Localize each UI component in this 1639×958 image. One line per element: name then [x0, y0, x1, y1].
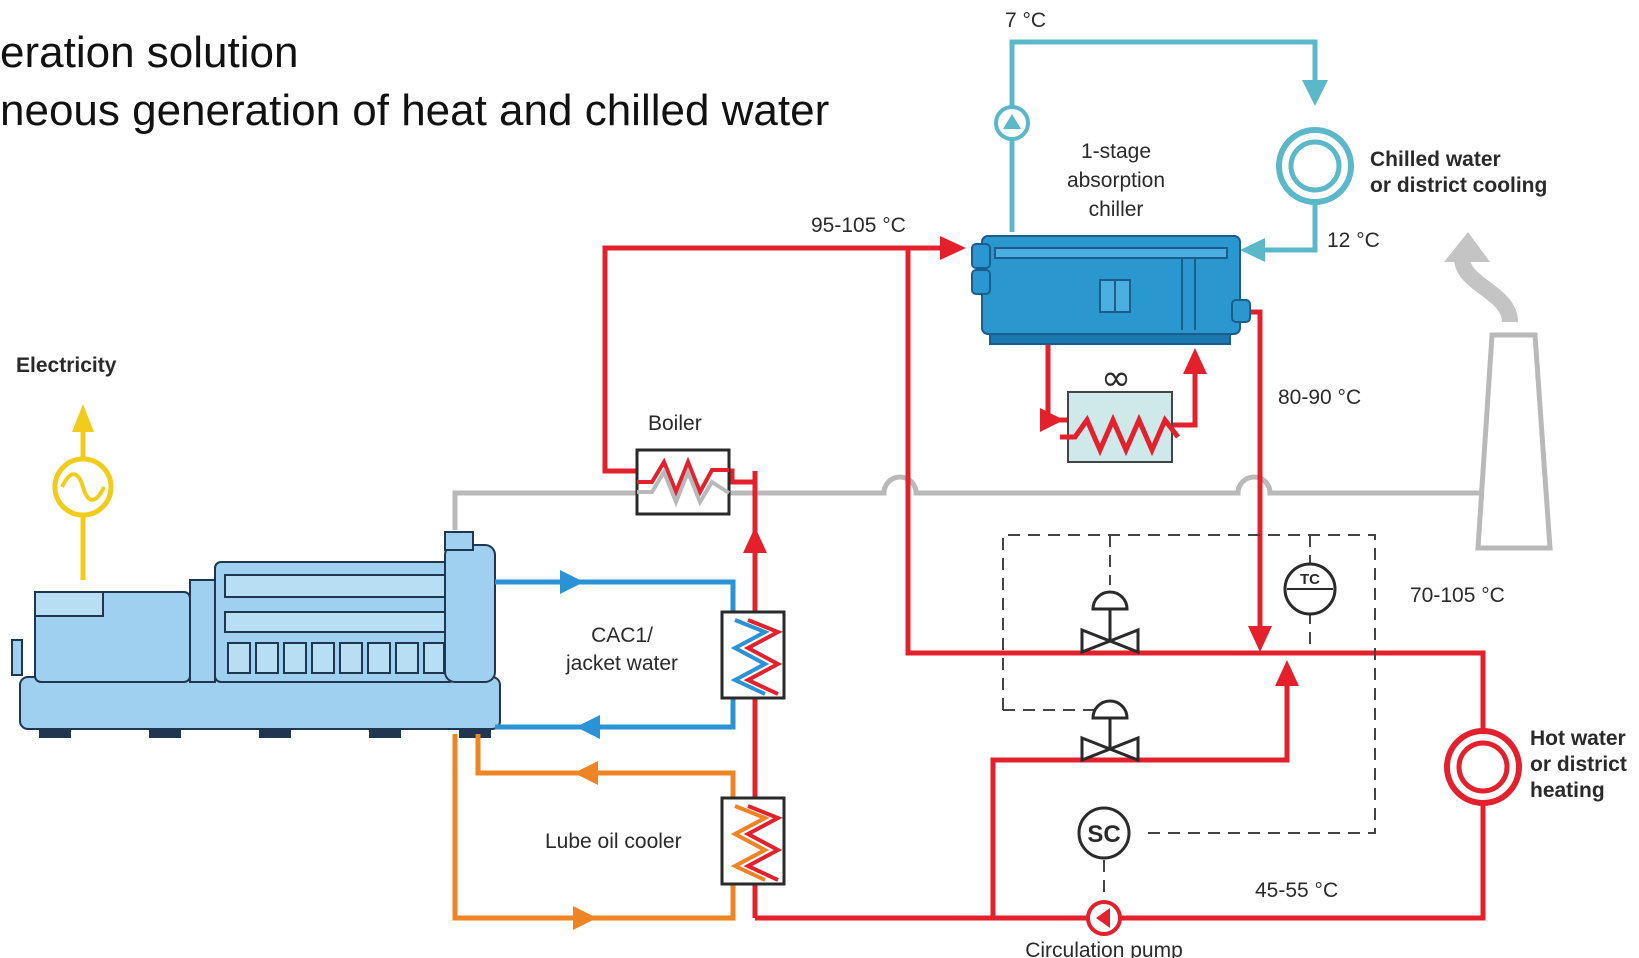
hot-water-arrows [743, 236, 1299, 686]
temp-district-supply: 70-105 °C [1410, 584, 1505, 607]
control-valve-upper-icon [1080, 590, 1140, 655]
temp-hot-in: 95-105 °C [811, 214, 906, 237]
temp-chilled-return: 12 °C [1327, 229, 1380, 252]
chilled-water-label-line-2: or district cooling [1370, 174, 1547, 197]
circulation-pump-icon [1086, 900, 1122, 936]
temp-return: 45-55 °C [1255, 879, 1338, 902]
hot-water-consumer-icon [1444, 728, 1522, 806]
chiller-label-line-1: 1-stage [1081, 140, 1151, 163]
lube-oil-loop [452, 734, 736, 930]
temp-chilled-supply: 7 °C [1005, 9, 1046, 32]
chilled-water-arrows [1240, 80, 1328, 262]
exhaust-stack [1475, 332, 1553, 551]
jacket-water-loop [495, 570, 736, 739]
heading-line-2: neous generation of heat and chilled wat… [0, 86, 830, 135]
boiler-icon [635, 448, 731, 516]
lube-oil-cooler-label: Lube oil cooler [545, 830, 682, 853]
cac-label-line-2: jacket water [565, 652, 678, 675]
hot-water-label-line-3: heating [1530, 779, 1605, 802]
electricity-label: Electricity [16, 354, 117, 377]
absorption-chiller-icon [971, 235, 1251, 345]
boiler-label: Boiler [648, 412, 702, 435]
control-lines [1002, 534, 1376, 895]
engine-icon [11, 531, 501, 738]
chilled-water-label-line-1: Chilled water [1370, 148, 1501, 171]
control-valve-lower-icon [1080, 699, 1140, 763]
jacket-water-heat-exchanger-icon [720, 610, 786, 700]
chilled-water-consumer-icon [1276, 127, 1354, 205]
generator-icon [52, 456, 114, 518]
exhaust-line [452, 474, 1485, 530]
exhaust-plume-icon [1444, 232, 1518, 324]
cooling-tower-icon: ∞ [1060, 358, 1180, 463]
circulation-pump-label: Circulation pump [1025, 939, 1183, 958]
chiller-label-line-3: chiller [1089, 198, 1144, 221]
sc-label: SC [1087, 821, 1120, 848]
temp-chiller-out: 80-90 °C [1278, 386, 1361, 409]
chilled-water-loop [1009, 39, 1318, 253]
lube-oil-heat-exchanger-icon [720, 796, 786, 886]
hot-water-label-line-1: Hot water [1530, 727, 1626, 750]
temperature-controller-icon: TC [1283, 562, 1337, 616]
chilled-pump-icon [994, 105, 1030, 141]
heading-line-1: eration solution [0, 28, 299, 77]
chiller-label-line-2: absorption [1067, 169, 1165, 192]
speed-controller-icon: SC [1077, 806, 1131, 860]
cac-label-line-1: CAC1/ [591, 624, 653, 647]
hot-water-label-line-2: or district [1530, 753, 1627, 776]
tc-label: TC [1300, 571, 1320, 588]
